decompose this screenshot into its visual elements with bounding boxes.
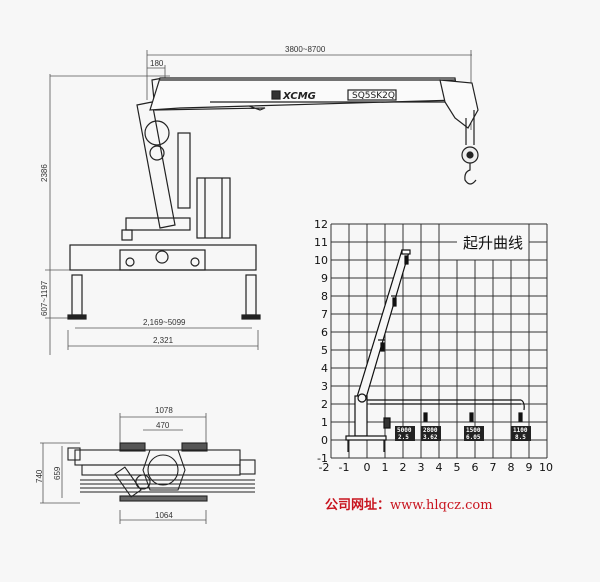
crane-top-view (40, 413, 256, 524)
x-tick: 8 (508, 461, 515, 474)
lifting-curve-chart: 起升曲线 12 11 10 9 8 7 6 5 4 3 2 1 0 -1 -2 … (314, 218, 553, 474)
dim-overall-depth: 740 (35, 469, 44, 483)
load-label-3: 1500 6.05 (464, 426, 484, 441)
x-tick: 9 (526, 461, 533, 474)
x-tick: -1 (339, 461, 350, 474)
y-tick: 6 (321, 326, 328, 339)
dim-offset-top: 180 (150, 59, 164, 68)
y-tick: 4 (321, 362, 328, 375)
chart-title: 起升曲线 (463, 234, 523, 252)
load-kg: 1100 (513, 427, 528, 434)
dim-outrigger-span: 2,169~5099 (143, 318, 186, 327)
dim-inner-depth: 659 (53, 466, 62, 480)
x-tick: 5 (454, 461, 461, 474)
dim-inner-width: 470 (156, 421, 170, 430)
load-label-1: 5000 2.5 (395, 426, 415, 441)
dim-boom-reach: 3800~8700 (285, 45, 326, 54)
y-tick: 12 (314, 218, 328, 231)
model-label: SQ5SK2Q (352, 91, 395, 101)
y-tick: -1 (317, 452, 328, 465)
y-tick: 10 (314, 254, 328, 267)
dim-base-width: 2,321 (153, 336, 174, 345)
y-tick: 9 (321, 272, 328, 285)
x-tick: 1 (382, 461, 389, 474)
y-tick: 1 (321, 416, 328, 429)
y-tick: 5 (321, 344, 328, 357)
dim-outrigger-height: 607~1197 (40, 280, 49, 316)
x-tick: 4 (436, 461, 443, 474)
y-tick: 7 (321, 308, 328, 321)
dim-outer-width: 1078 (155, 406, 173, 415)
load-radius: 6.05 (466, 434, 481, 441)
load-kg: 5000 (397, 427, 412, 434)
website-label: 公司网址： (325, 498, 391, 513)
x-tick: 0 (364, 461, 371, 474)
crane-side-view: XCMG SQ5SK2Q (45, 50, 479, 355)
company-website: 公司网址：www.hlqcz.com (325, 494, 493, 513)
load-radius: 2.5 (398, 434, 409, 441)
x-tick: -2 (319, 461, 330, 474)
website-url[interactable]: www.hlqcz.com (390, 498, 493, 513)
load-kg: 1500 (466, 427, 481, 434)
dim-height: 2386 (40, 164, 49, 182)
x-tick: 7 (490, 461, 497, 474)
chart-crane-boom (345, 249, 525, 452)
y-axis-ticks: 12 11 10 9 8 7 6 5 4 3 2 1 0 -1 (314, 218, 328, 465)
y-tick: 8 (321, 290, 328, 303)
side-dimensions: 3800~8700 180 2386 607~1197 2,169~5099 2… (40, 45, 326, 345)
load-radius: 3.62 (423, 434, 438, 441)
load-labels: 5000 2.5 2800 3.62 1500 6.05 1100 8.5 (395, 426, 531, 441)
dim-base-length: 1064 (155, 511, 173, 520)
y-tick: 2 (321, 398, 328, 411)
load-label-2: 2800 3.62 (421, 426, 441, 441)
top-dimensions: 1078 470 740 659 1064 (35, 406, 173, 520)
x-tick: 3 (418, 461, 425, 474)
y-tick: 3 (321, 380, 328, 393)
x-axis-ticks: -2 -1 0 1 2 3 4 5 6 7 8 9 10 (319, 461, 553, 474)
x-tick: 10 (539, 461, 553, 474)
brand-logo: XCMG (282, 91, 316, 102)
y-tick: 11 (314, 236, 328, 249)
x-tick: 2 (400, 461, 407, 474)
load-radius: 8.5 (515, 434, 526, 441)
load-label-4: 1100 8.5 (511, 426, 531, 441)
x-tick: 6 (472, 461, 479, 474)
load-kg: 2800 (423, 427, 438, 434)
y-tick: 0 (321, 434, 328, 447)
